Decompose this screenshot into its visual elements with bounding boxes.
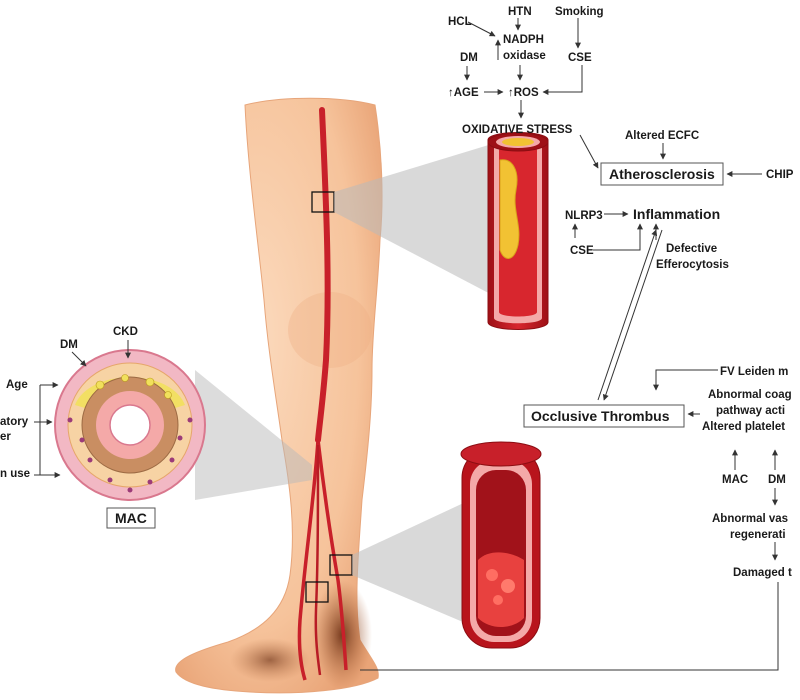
arrows bbox=[34, 18, 779, 671]
label-atherosclerosis: Atherosclerosis bbox=[609, 166, 715, 182]
label-dm-right: DM bbox=[768, 474, 786, 486]
label-hcl: HCL bbox=[448, 16, 472, 28]
label-oxidase: oxidase bbox=[503, 50, 546, 62]
label-defective: Defective bbox=[666, 243, 717, 255]
label-dm-top: DM bbox=[460, 52, 478, 64]
tibial-artery-2 bbox=[316, 439, 348, 671]
label-regenerati: regenerati bbox=[730, 529, 786, 541]
label-inflammation: Inflammation bbox=[633, 206, 720, 222]
label-htn: HTN bbox=[508, 6, 532, 18]
label-cse-mid: CSE bbox=[570, 245, 594, 257]
label-altered-ecfc: Altered ECFC bbox=[625, 130, 699, 142]
mac-label-box bbox=[106, 507, 156, 529]
label-abnormal-coag: Abnormal coag bbox=[708, 389, 792, 401]
label-occlusive-thrombus: Occlusive Thrombus bbox=[531, 408, 670, 424]
text-labels: HCL HTN Smoking NADPH oxidase DM CSE ↑AG… bbox=[0, 6, 794, 579]
mac-cross-section bbox=[54, 349, 206, 501]
label-cse-top: CSE bbox=[568, 52, 592, 64]
label-fv-leiden: FV Leiden m bbox=[720, 366, 788, 378]
occlusive-thrombus-box bbox=[523, 404, 685, 428]
label-altered-platelet: Altered platelet bbox=[702, 421, 785, 433]
tibial-artery-1 bbox=[297, 439, 320, 681]
label-ckd: CKD bbox=[113, 326, 138, 338]
label-dm-left: DM bbox=[60, 339, 78, 351]
leg-illustration bbox=[175, 97, 383, 694]
label-chip: CHIP bbox=[766, 169, 794, 181]
plaque bbox=[499, 159, 520, 259]
label-atory: atory bbox=[0, 416, 29, 428]
ischemic-area-foot bbox=[230, 638, 310, 682]
label-age-up: ↑AGE bbox=[448, 87, 479, 99]
label-oxidative-stress: OXIDATIVE STRESS bbox=[462, 124, 573, 136]
label-age-left: Age bbox=[6, 379, 28, 391]
zoom-cone-lower bbox=[352, 500, 470, 625]
label-mac-box: MAC bbox=[115, 510, 147, 526]
label-smoking: Smoking bbox=[555, 6, 604, 18]
label-damaged: Damaged t bbox=[733, 567, 792, 579]
label-efferocytosis: Efferocytosis bbox=[656, 259, 729, 271]
label-pathway-acti: pathway acti bbox=[716, 405, 785, 417]
femoral-artery bbox=[315, 107, 331, 443]
zoom-cone-mac bbox=[195, 370, 312, 500]
label-er: er bbox=[0, 431, 11, 443]
label-mac-right: MAC bbox=[722, 474, 748, 486]
atherosclerotic-vessel bbox=[487, 132, 549, 330]
label-ros-up: ↑ROS bbox=[508, 87, 539, 99]
thrombus bbox=[478, 552, 524, 627]
label-abnormal-vas: Abnormal vas bbox=[712, 513, 788, 525]
label-nadph: NADPH bbox=[503, 34, 544, 46]
zoom-box-ankle bbox=[305, 581, 329, 603]
atherosclerosis-box bbox=[600, 162, 724, 186]
tibial-artery-3 bbox=[314, 444, 322, 676]
label-nlrp3: NLRP3 bbox=[565, 210, 603, 222]
thrombosed-vessel bbox=[460, 441, 542, 649]
label-n-use: n use bbox=[0, 468, 30, 480]
